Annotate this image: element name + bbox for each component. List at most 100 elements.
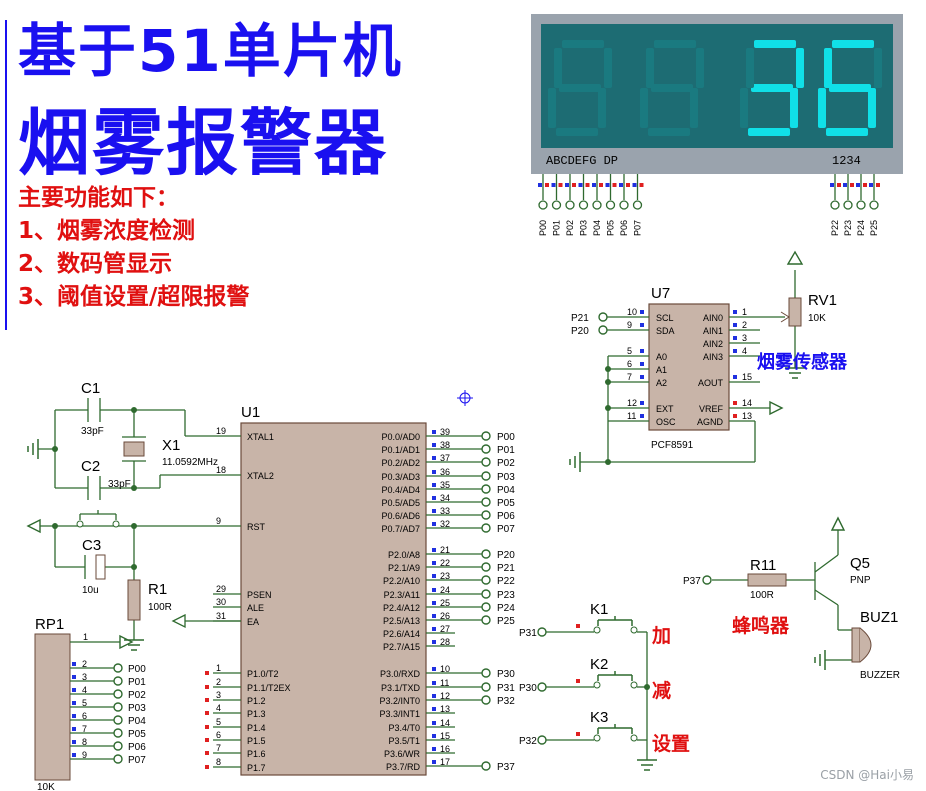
adc-pin-osc: OSC [656, 417, 676, 427]
mcu-net-P23: P23 [497, 590, 515, 601]
rp1-net-P04: P04 [128, 716, 146, 727]
adc-net-sda: P20 [571, 326, 589, 337]
mcu-pin-p0-2-ad2: P0.2/AD2 [381, 458, 420, 468]
buzzer-circuit[interactable]: P37 R11 100R Q5 PNP BUZ1 BUZZER [683, 516, 900, 681]
potentiometer-rv1[interactable]: RV1 10K [780, 250, 837, 379]
adc-ref: U7 [651, 285, 670, 302]
digit-1-segment-f [554, 48, 562, 88]
mcu-pin-num-32: 32 [440, 519, 450, 529]
mcu-pin-p1-3: P1.3 [247, 709, 266, 719]
title-line-2: 烟雾报警器 [18, 101, 389, 185]
c1-value: 33pF [81, 426, 104, 437]
mcu-pin-p2-1-a9: P2.1/A9 [388, 563, 420, 573]
reset-circuit[interactable]: C3 10u R1 100R [26, 510, 241, 651]
title-line-1: 基于51单片机 [18, 17, 403, 85]
adc-pin-a2: A2 [656, 378, 667, 388]
vref-power-arrow [769, 400, 784, 416]
mcu-pin-p2-6-a14: P2.6/A14 [383, 629, 420, 639]
adc-pin-num-2: 2 [742, 320, 747, 330]
display-digit-pin-P24: P24 [856, 220, 866, 236]
display-digit-pin-P25: P25 [869, 220, 879, 236]
mcu-pin-num-31: 31 [216, 611, 226, 621]
mcu-pin-xtal2: XTAL2 [247, 471, 274, 481]
digit-1-segment-e [548, 88, 556, 128]
display-seg-pin-P02: P02 [565, 220, 575, 236]
mcu-pin-p2-7-a15: P2.7/A15 [383, 642, 420, 652]
digit-1-segment-d [556, 128, 598, 136]
display-digit-pin-P23: P23 [843, 220, 853, 236]
buz1-ref: BUZ1 [860, 609, 898, 626]
mcu-pin-num-5: 5 [216, 717, 221, 727]
mcu-pin-num-12: 12 [440, 691, 450, 701]
digit-1-segment-g [559, 84, 601, 92]
adc-net-labels: P21 P20 [571, 312, 649, 337]
adc-pin-num-6: 6 [627, 359, 632, 369]
mcu-pin-p2-4-a12: P2.4/A12 [383, 603, 420, 613]
mcu-pin-num-25: 25 [440, 598, 450, 608]
ea-wiring [171, 613, 241, 629]
c1-ref: C1 [81, 380, 100, 397]
button-ref: K1 [590, 601, 608, 618]
mcu-u1[interactable]: U1 XTAL119XTAL218RST9PSEN29ALE30EA31P1.0… [205, 404, 515, 776]
adc-pin-num-4: 4 [742, 346, 747, 356]
display-seg-pin-P03: P03 [579, 220, 589, 236]
buz1-type: BUZZER [860, 670, 900, 681]
adc-pin-num-3: 3 [742, 333, 747, 343]
mcu-pin-num-1: 1 [216, 663, 221, 673]
x1-value: 11.0592MHz [162, 457, 218, 468]
buzzer-caption: 蜂鸣器 [732, 614, 790, 637]
gnd-symbol-buzzer [814, 650, 826, 670]
mcu-pin-p0-3-ad3: P0.3/AD3 [381, 472, 420, 482]
adc-pin-ain0: AIN0 [703, 313, 723, 323]
display-seg-pin-P07: P07 [633, 220, 643, 236]
adc-pcf8591[interactable]: U7 PCF8591 SCL10SDA9A05A16A27EXT12OSC11A… [627, 285, 760, 451]
rp1-pin-num-7: 7 [82, 724, 87, 734]
mcu-pin-ale: ALE [247, 603, 264, 613]
digit-4-segment-a [832, 40, 874, 48]
rp1-net-P02: P02 [128, 690, 146, 701]
digit-2-segment-d [648, 128, 690, 136]
mcu-pin-num-9: 9 [216, 516, 221, 526]
buzzer-horn [859, 627, 872, 663]
adc-pin-a1: A1 [656, 365, 667, 375]
button-net: P31 [519, 628, 537, 639]
button-net: P32 [519, 736, 537, 747]
adc-pin-scl: SCL [656, 313, 674, 323]
digit-1-segment-a [562, 40, 604, 48]
button-net: P30 [519, 683, 537, 694]
mcu-net-P25: P25 [497, 616, 515, 627]
mcu-pin-num-21: 21 [440, 545, 450, 555]
seven-segment-display[interactable]: ABCDEFG DP 1234 [531, 14, 903, 174]
rp1-net-P01: P01 [128, 677, 146, 688]
pot-value: 10K [808, 313, 826, 324]
mcu-pin-num-10: 10 [440, 664, 450, 674]
mcu-net-P05: P05 [497, 498, 515, 509]
mcu-net-P32: P32 [497, 696, 515, 707]
oscillator-circuit[interactable]: C1 33pF C2 33pF X1 11.0592MHz [27, 380, 241, 500]
mcu-pin-num-35: 35 [440, 480, 450, 490]
digit-4-segment-g [829, 84, 871, 92]
mcu-pin-num-19: 19 [216, 426, 226, 436]
c3-body [95, 554, 106, 580]
mcu-pin-num-17: 17 [440, 757, 450, 767]
digit-4-segment-d [826, 128, 868, 136]
adc-pin-num-14: 14 [742, 398, 752, 408]
rp1-body [34, 633, 71, 781]
mcu-net-P31: P31 [497, 683, 515, 694]
mcu-pin-num-2: 2 [216, 677, 221, 687]
adc-pin-num-10: 10 [627, 307, 637, 317]
mcu-net-P07: P07 [497, 524, 515, 535]
digit-4-segment-c [868, 88, 876, 128]
rp1-ref: RP1 [35, 616, 64, 633]
button-caption: 加 [651, 625, 671, 647]
q5-ref: Q5 [850, 555, 870, 572]
digit-4-segment-e [818, 88, 826, 128]
c2-ref: C2 [81, 458, 100, 475]
digit-2-segment-e [640, 88, 648, 128]
r1-body [127, 579, 141, 621]
mcu-pin-num-13: 13 [440, 704, 450, 714]
